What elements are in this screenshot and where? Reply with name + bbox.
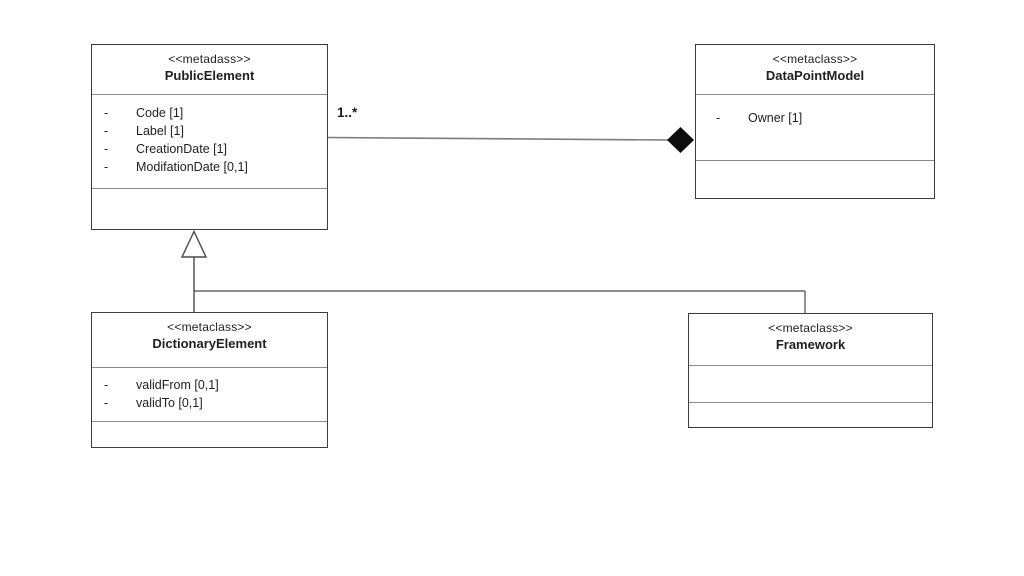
class-stereotype: <<metadass>> <box>168 52 251 66</box>
class-name: DataPointModel <box>765 68 865 83</box>
visibility-marker: - <box>104 124 109 138</box>
class-node-data-point-model: <<metaclass>> DataPointModel - Owner [1] <box>695 44 935 199</box>
class-stereotype: <<metaclass>> <box>167 320 252 334</box>
class-header: <<metaclass>> Framework <box>689 314 932 365</box>
attribute-row: - CreationDate [1] <box>104 140 321 158</box>
class-node-public-element: <<metadass>> PublicElement - Code [1] - … <box>91 44 328 230</box>
class-operations-compartment <box>689 402 932 427</box>
class-attributes-compartment: - validFrom [0,1] - validTo [0,1] <box>92 367 327 421</box>
class-header: <<metadass>> PublicElement <box>92 45 327 94</box>
composition-edge-line <box>327 136 669 141</box>
visibility-marker: - <box>104 378 109 392</box>
class-attributes-compartment: - Owner [1] <box>696 94 934 160</box>
class-header: <<metaclass>> DictionaryElement <box>92 313 327 367</box>
attribute-text: Label [1] <box>136 124 184 138</box>
class-operations-compartment <box>92 421 327 447</box>
generalization-triangle-icon <box>180 229 208 258</box>
class-operations-compartment <box>92 188 327 229</box>
visibility-marker: - <box>716 111 721 125</box>
class-name: Framework <box>775 337 846 352</box>
class-stereotype: <<metaclass>> <box>768 321 853 335</box>
class-node-dictionary-element: <<metaclass>> DictionaryElement - validF… <box>91 312 328 448</box>
attribute-row: - validTo [0,1] <box>104 394 321 412</box>
attribute-text: validTo [0,1] <box>136 396 203 410</box>
class-stereotype: <<metaclass>> <box>772 52 858 66</box>
attribute-text: ModifationDate [0,1] <box>136 160 248 174</box>
attribute-text: Code [1] <box>136 106 184 120</box>
attribute-row: - validFrom [0,1] <box>104 376 321 394</box>
attribute-row: - Owner [1] <box>716 109 928 127</box>
attribute-row: - Label [1] <box>104 122 321 140</box>
class-name: PublicElement <box>164 68 255 83</box>
composition-multiplicity-label: 1..* <box>337 105 358 120</box>
class-attributes-compartment <box>689 365 932 402</box>
class-operations-compartment <box>696 160 934 198</box>
class-attributes-compartment: - Code [1] - Label [1] - CreationDate [1… <box>92 94 327 188</box>
attribute-row: - ModifationDate [0,1] <box>104 158 321 176</box>
visibility-marker: - <box>104 106 109 120</box>
class-header: <<metaclass>> DataPointModel <box>696 45 934 94</box>
class-name: DictionaryElement <box>152 336 267 351</box>
attribute-text: validFrom [0,1] <box>136 378 219 392</box>
attribute-text: CreationDate [1] <box>136 142 228 156</box>
attribute-row: - Code [1] <box>104 104 321 122</box>
composition-diamond-icon <box>667 127 694 153</box>
visibility-marker: - <box>104 396 109 410</box>
visibility-marker: - <box>104 142 109 156</box>
visibility-marker: - <box>104 160 109 174</box>
attribute-text: Owner [1] <box>748 111 803 125</box>
class-node-framework: <<metaclass>> Framework <box>688 313 933 428</box>
